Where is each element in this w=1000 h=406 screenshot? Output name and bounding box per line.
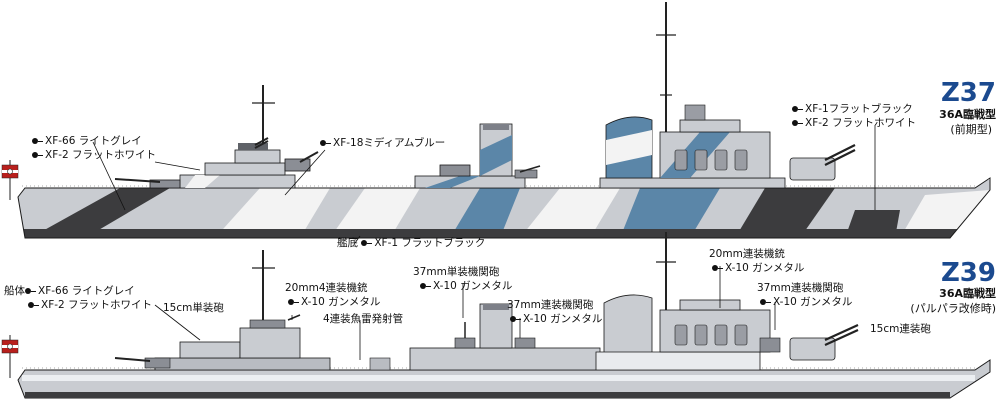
hull-z37 — [18, 180, 990, 238]
callout-dot-icon — [32, 152, 38, 158]
ship-z37 — [1, 2, 991, 239]
ensign-flag-z39 — [1, 335, 19, 378]
ship-variant-z37: (前期型) — [950, 123, 992, 136]
callout-blue-z37: XF-18ミディアムブルー — [320, 137, 445, 149]
label-20mm-quad-aa: 20mm4連装機銃 — [285, 282, 368, 294]
label-15cm-twin-gun: 15cm連装砲 — [870, 323, 931, 335]
callout-dot-icon — [25, 288, 31, 294]
label-torpedo-launcher: 4連装魚雷発射管 — [323, 313, 404, 325]
callout-37mm-twin-color: X-10 ガンメタル — [510, 313, 602, 325]
callout-hull-white-z39: XF-2 フラットホワイト — [28, 299, 152, 311]
leader-lines — [92, 125, 876, 360]
label-15cm-single-gun: 15cm単装砲 — [163, 302, 224, 314]
ensign-flag-z37 — [1, 160, 19, 200]
callout-dot-icon — [320, 140, 326, 146]
callout-dot-icon — [28, 302, 34, 308]
superstructure-mid-z39 — [409, 303, 601, 371]
superstructure-fore-z37 — [114, 137, 319, 189]
callout-stern-black-z37: XF-1フラットブラック — [792, 103, 913, 115]
superstructure-aft-z39 — [595, 294, 859, 371]
callout-stern-white-z37: XF-2 フラットホワイト — [792, 117, 916, 129]
ship-type-z39: 36A臨戦型 — [939, 287, 996, 300]
callout-dot-icon — [792, 120, 798, 126]
ship-type-z37: 36A臨戦型 — [939, 108, 996, 121]
label-37mm-single-aa: 37mm単装機関砲 — [413, 266, 500, 278]
label-20mm-twin-aa: 20mm連装機銃 — [709, 248, 785, 260]
callout-20mm-twin-color: X-10 ガンメタル — [712, 262, 804, 274]
callout-dot-icon — [712, 265, 718, 271]
ship-variant-z39: (パルパラ改修時) — [910, 302, 996, 315]
callout-bottom-z37: 艦底 XF-1 フラットブラック — [337, 237, 486, 249]
callout-dot-icon — [288, 299, 294, 305]
callout-37mm-twin-aft-color: X-10 ガンメタル — [760, 296, 852, 308]
callout-37mm-single-color: X-10 ガンメタル — [420, 280, 512, 292]
callout-dot-icon — [32, 138, 38, 144]
callout-dot-icon — [510, 316, 516, 322]
superstructure-aft-z37 — [599, 104, 856, 189]
callout-dot-icon — [361, 240, 368, 246]
ship-id-z37: Z37 — [940, 78, 996, 108]
superstructure-fore-z39 — [114, 314, 391, 371]
ship-z39 — [1, 232, 991, 399]
callout-hull-white-z37: XF-2 フラットホワイト — [32, 149, 156, 161]
callout-dot-icon — [760, 299, 766, 305]
label-37mm-twin-aa-aft: 37mm連装機関砲 — [757, 282, 844, 294]
callout-dot-icon — [792, 106, 798, 112]
superstructure-mid-z37 — [414, 123, 541, 189]
callout-dot-icon — [420, 283, 426, 289]
callout-20mm-quad-color: X-10 ガンメタル — [288, 296, 380, 308]
label-37mm-twin-aa: 37mm連装機関砲 — [507, 299, 594, 311]
callout-hull-light-grey-z37: XF-66 ライトグレイ — [32, 135, 142, 147]
ship-id-z39: Z39 — [940, 258, 996, 288]
